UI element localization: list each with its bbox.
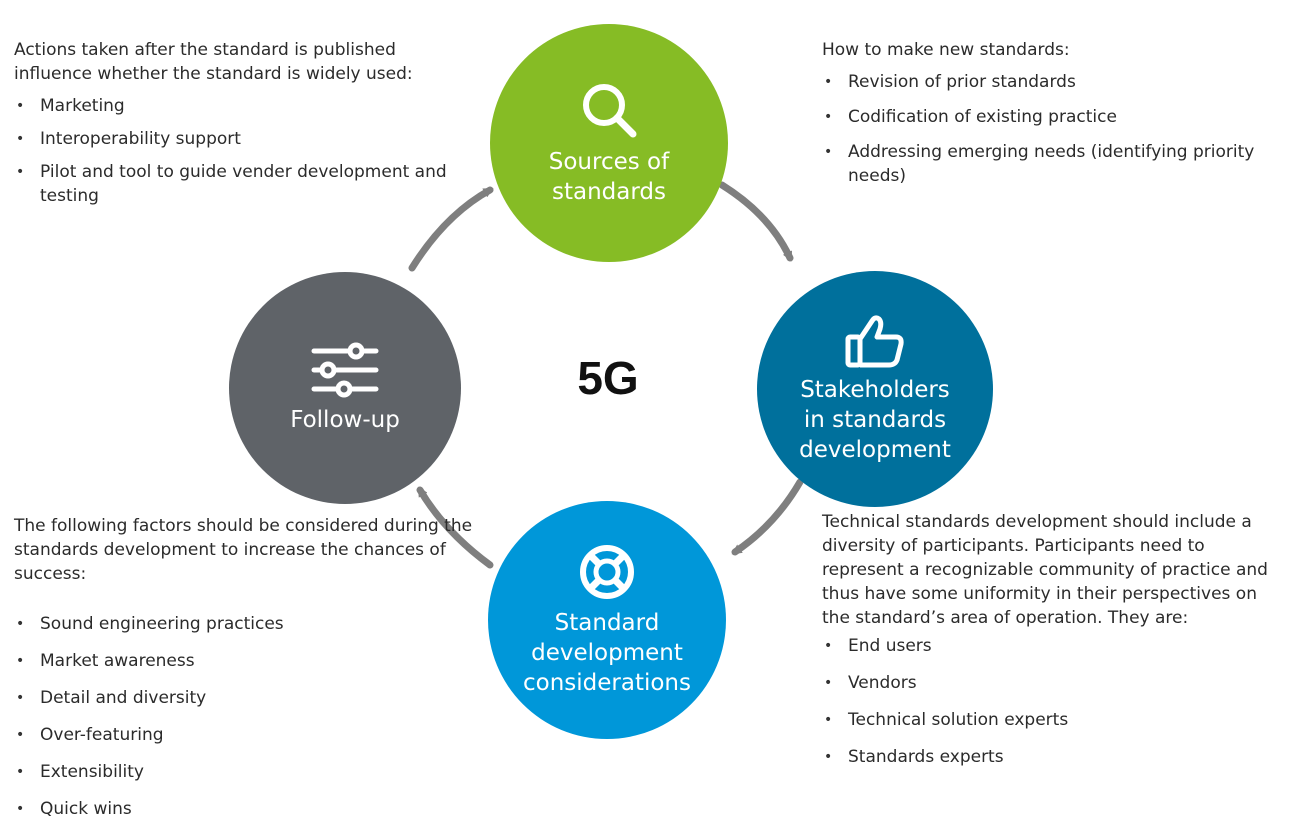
bullet-list: End users Vendors Technical solution exp… [822,634,1287,769]
note-participants: Technical standards development should i… [822,510,1287,782]
sliders-icon [311,342,379,398]
list-item: Revision of prior standards [822,70,1272,94]
list-item: Pilot and tool to guide vender developme… [14,160,454,208]
list-item: Quick wins [14,797,474,821]
list-item: Interoperability support [14,127,454,151]
list-item: Standards experts [822,745,1287,769]
thumbs-up-icon [845,315,904,368]
list-item: Market awareness [14,649,474,673]
list-item: End users [822,634,1287,658]
arrow-followup-to-sources [408,186,494,272]
arrow-considerations-to-followup [416,486,494,569]
note-intro: The following factors should be consider… [14,516,473,584]
life-ring-icon [580,545,634,599]
bullet-list: Sound engineering practices Market aware… [14,612,474,821]
cycle-arrows [408,181,804,569]
list-item: Vendors [822,671,1287,695]
center-label: 5G [577,352,639,404]
circle-stakeholders: Stakeholders in standards development [757,271,993,507]
circle-follow-up: Follow-up [229,272,461,504]
circle-development-considerations: Standard development considerations [488,501,726,739]
note-new-standards: How to make new standards: Revision of p… [822,38,1272,199]
list-item: Addressing emerging needs (identifying p… [822,140,1272,188]
bullet-list: Revision of prior standards Codification… [822,70,1272,188]
list-item: Extensibility [14,760,474,784]
circle-label: Standard development considerations [522,610,691,696]
list-item: Technical solution experts [822,708,1287,732]
arrow-stakeholders-to-considerations [731,478,804,556]
circle-label: Stakeholders in standards development [799,377,951,463]
magnifier-icon [583,84,637,138]
list-item: Marketing [14,94,454,118]
arrow-sources-to-stakeholders [718,181,794,262]
list-item: Over-featuring [14,723,474,747]
circle-sources-of-standards: Sources of standards [490,24,728,262]
list-item: Codification of existing practice [822,105,1272,129]
note-intro: Actions taken after the standard is publ… [14,40,413,84]
note-intro: Technical standards development should i… [822,512,1268,628]
note-success-factors: The following factors should be consider… [14,514,474,834]
note-intro: How to make new standards: [822,40,1070,60]
note-follow-up-actions: Actions taken after the standard is publ… [14,38,454,217]
list-item: Sound engineering practices [14,612,474,636]
circle-label: Sources of standards [548,149,670,205]
list-item: Detail and diversity [14,686,474,710]
circle-label: Follow-up [290,407,400,433]
bullet-list: Marketing Interoperability support Pilot… [14,94,454,208]
